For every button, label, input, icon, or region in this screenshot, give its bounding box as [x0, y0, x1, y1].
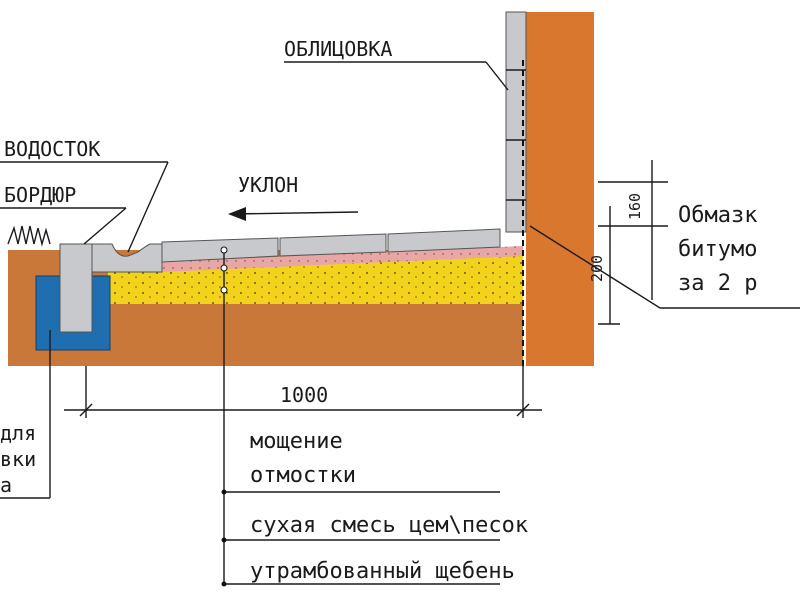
- dim-1000-label: 1000: [280, 383, 328, 407]
- dim-160-label: 160: [626, 193, 644, 220]
- cladding-label: ОБЛИЦОВКА: [284, 37, 392, 61]
- layer-paving-label-1: мощение: [250, 429, 343, 454]
- layer-dot-mix: [221, 537, 227, 543]
- layer-mix-label: сухая смесь цем\песок: [250, 513, 528, 538]
- slope-arrow-line: [231, 211, 359, 215]
- slope-label: УКЛОН: [238, 173, 298, 197]
- left-label-2: вки: [0, 447, 36, 471]
- slope-arrow-head: [228, 207, 246, 221]
- layer-marker-paving: [220, 246, 228, 254]
- gutter-leader-d: [127, 161, 169, 253]
- layer-gravel-label: утрамбованный щебень: [250, 559, 515, 584]
- bitumen-label-3: за 2 р: [678, 271, 757, 296]
- layer-paving-label-2: отмостки: [250, 463, 356, 488]
- paving-tile-2: [279, 233, 387, 257]
- gutter-tray: [91, 243, 163, 273]
- membrane-texture: [160, 246, 523, 272]
- layer-dot-gravel: [221, 581, 227, 587]
- cladding-leader-d: [485, 61, 509, 91]
- curb-leader-d: [83, 207, 127, 245]
- left-label-1: для: [0, 421, 36, 445]
- gutter-label: ВОДОСТОК: [4, 137, 100, 161]
- layer-dot-paving: [221, 489, 227, 495]
- layer-marker-mix: [220, 264, 228, 272]
- dim-1000-tick-right: [516, 403, 530, 417]
- left-label-3: а: [0, 473, 12, 497]
- layer-marker-gravel: [220, 286, 228, 294]
- foundation-wall: [526, 12, 594, 366]
- bitumen-label-2: битумо: [678, 237, 757, 262]
- grass-symbol: [7, 225, 51, 247]
- bitumen-label-1: Обмазк: [678, 203, 757, 228]
- curb-label: БОРДЮР: [4, 183, 76, 207]
- cladding-strip: [505, 11, 527, 233]
- bitumen-leader-d: [529, 225, 661, 309]
- dim-1000-tick-left: [79, 403, 93, 417]
- curb-stone: [59, 243, 93, 333]
- paving-tile-3: [387, 228, 501, 253]
